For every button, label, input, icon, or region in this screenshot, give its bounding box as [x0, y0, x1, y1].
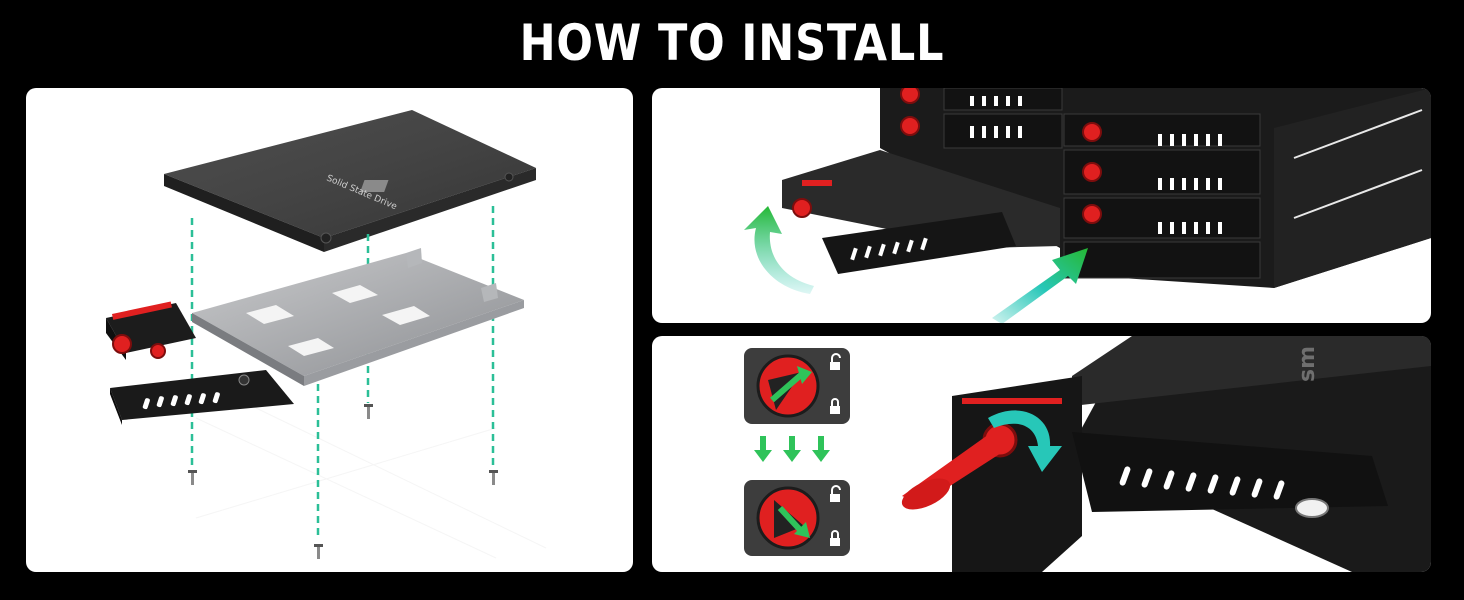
lock-unlocked-diagram — [744, 348, 850, 424]
floor-grid — [195, 407, 547, 559]
screw-guide-lines — [190, 206, 495, 540]
tray-handle — [106, 301, 294, 425]
handle-red-stripe — [802, 180, 832, 186]
lock-locked-diagram — [744, 480, 850, 556]
ssd-tray-illustration: Solid State Drive — [106, 110, 547, 559]
padlock-closed-icon — [830, 398, 840, 414]
red-key — [901, 422, 1018, 510]
lock-key-illustration: sm — [744, 336, 1431, 572]
screw — [489, 470, 498, 485]
bay-lock-knobs — [900, 88, 1102, 224]
screw — [364, 404, 373, 419]
handle-red-stripe — [962, 398, 1062, 404]
step-down-arrows — [754, 436, 830, 462]
screws — [188, 404, 498, 559]
step-lock-key-panel: sm — [652, 336, 1431, 572]
screw — [314, 544, 323, 559]
turn-arrow-icon — [777, 505, 805, 535]
turn-arrow-icon — [770, 371, 804, 403]
lock-knob — [112, 334, 132, 354]
metal-tray — [192, 248, 524, 386]
drive-bays — [943, 88, 1261, 279]
step-insert-tray-panel — [652, 88, 1431, 323]
ssd-sticker — [360, 180, 389, 192]
rotate-handle-arrow-icon — [744, 206, 814, 294]
ssd-drive: Solid State Drive — [164, 110, 536, 252]
screw — [188, 470, 197, 485]
turn-key-arrow-icon — [988, 410, 1062, 472]
tray-inserting — [782, 150, 1060, 274]
page-title: HOW TO INSTALL — [519, 14, 945, 72]
drive-enclosure — [880, 88, 1431, 288]
handle-red-stripe — [112, 301, 172, 320]
padlock-closed-icon — [830, 530, 840, 546]
push-in-arrow-icon — [992, 248, 1088, 323]
step-ssd-tray-panel: Solid State Drive — [26, 88, 633, 572]
bay-vents — [970, 96, 1222, 234]
enclosure-insert-illustration — [744, 88, 1431, 323]
drive-brand-mark: sm — [1295, 346, 1320, 382]
padlock-open-icon — [830, 353, 841, 370]
handle-closeup: sm — [952, 336, 1431, 572]
padlock-open-icon — [830, 485, 841, 502]
